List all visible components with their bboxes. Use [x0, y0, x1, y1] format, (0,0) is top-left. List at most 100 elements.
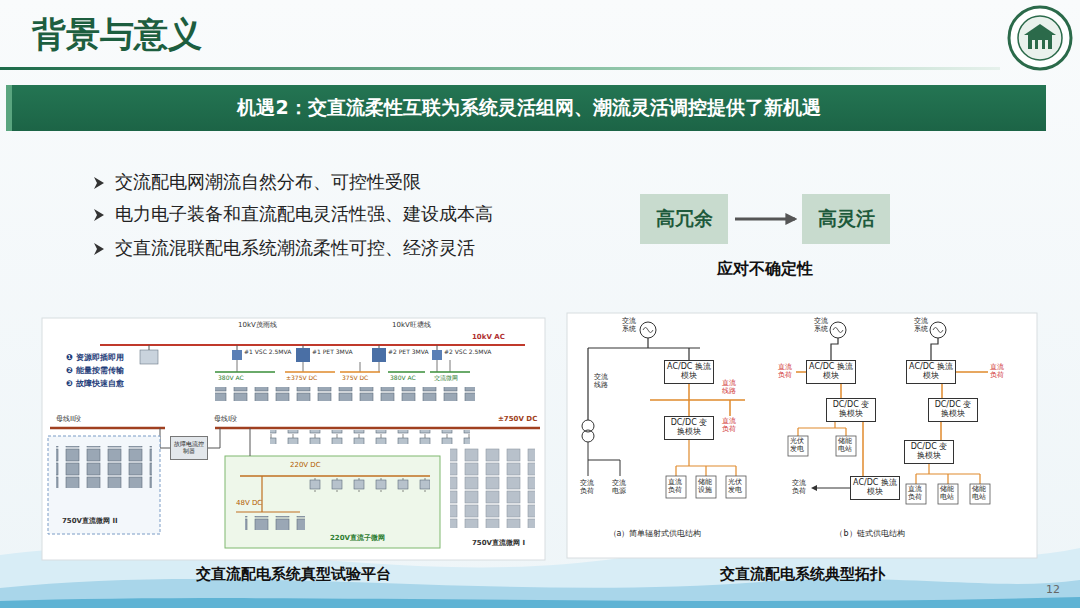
diagram-label: 交流系统: [914, 318, 930, 333]
load-row: [215, 387, 475, 401]
diagram-label: 750V直流微网 II: [62, 518, 118, 526]
logo-roof: [1024, 24, 1056, 35]
slide-text: 交直流混联配电系统潮流柔性可控、经济灵活: [115, 238, 475, 258]
converter-box: DC/DC 变换模块: [826, 398, 876, 422]
diagram-label: ❷ 能量按需传输: [66, 367, 124, 376]
dc-line: [798, 422, 846, 436]
load-row: [300, 478, 430, 492]
node-text: 高冗余: [656, 206, 713, 232]
diagram-label: #2 PET 3MVA: [388, 349, 429, 356]
feeder-drop: [250, 428, 251, 456]
bullet-arrow: [94, 177, 104, 255]
node-text: AC/DC 换流模块: [809, 363, 853, 381]
dc-220-bus: [240, 475, 430, 477]
diagram-label: （a）简单辐射式供电结构: [580, 530, 730, 539]
converter-box: DC/DC 变换模块: [928, 398, 978, 422]
diagram-label: 交流负荷: [580, 480, 596, 495]
diagram-label: 交流线路: [594, 374, 610, 389]
node-text: AC/DC 换流模块: [853, 479, 897, 497]
diagram-label: （b）链式供电结构: [780, 530, 960, 539]
load-row: [56, 446, 152, 488]
node-text: DC/DC 变换模块: [829, 401, 873, 419]
slide-text: 交直流配电系统典型拓扑: [567, 566, 1037, 583]
dc-microgrid-220-area: [225, 456, 440, 548]
arrow-head: [811, 485, 817, 491]
image-panel: [567, 313, 1037, 558]
dc-375-bus: [285, 371, 380, 373]
controller-box: 故障电流控制器: [170, 436, 208, 460]
logo-ring: [1009, 7, 1071, 69]
dc-48-bus: [236, 476, 300, 512]
feeder-drop: [149, 345, 150, 350]
diagram-label: 交流系统: [814, 318, 830, 333]
converter-box: AC/DC 换流模块: [806, 360, 856, 384]
diagram-label: 220V直流子微网: [330, 535, 385, 543]
dc-line: [862, 422, 864, 476]
converter-box: DC/DC 变换模块: [664, 416, 714, 440]
ac-380-bus: [215, 371, 470, 373]
image-panel: [42, 318, 545, 560]
wave: [0, 579, 1080, 608]
converter-box: AC/DC 换流模块: [850, 476, 900, 500]
slide-text: 电力电子装备和直流配电灵活性强、建设成本高: [115, 204, 493, 224]
ac-line: [816, 488, 850, 489]
concept-box: 高灵活: [802, 194, 890, 244]
diagram-label: ±375V DC: [286, 375, 317, 382]
load-box: [788, 436, 808, 456]
dc-line: [916, 464, 980, 484]
diagram-label: 光伏发电: [728, 479, 744, 494]
diagram-label: 储能设施: [698, 479, 714, 494]
diagram-label: 750V直流微网 I: [472, 540, 525, 548]
wave: [0, 597, 1080, 608]
diagram-label: #1 VSC 2.5MVA: [244, 349, 291, 356]
node-text: DC/DC 变换模块: [931, 401, 975, 419]
storage-icon: [140, 350, 158, 364]
diagram-label: #2 VSC 2.5MVA: [444, 349, 491, 356]
diagram-label: ±750V DC: [498, 416, 537, 424]
diagram-label: 380V AC: [390, 375, 416, 382]
diagram-label: ❶ 资源即插即用: [66, 354, 124, 363]
diagram-label: 储能电站: [972, 486, 988, 501]
diagram-label: 母线I段: [214, 416, 237, 424]
load-box: [836, 436, 856, 456]
node-text: 高灵活: [818, 206, 875, 232]
diagram-label: 直流负荷: [778, 364, 794, 379]
slide-text: 交直流配电系统真型试验平台: [42, 566, 545, 583]
dc-line: [676, 440, 736, 476]
pet-icon: [372, 348, 386, 362]
converter-box: DC/DC 变换模块: [904, 440, 954, 464]
ac-line: [831, 338, 938, 360]
node-text: AC/DC 换流模块: [667, 363, 711, 381]
load-row: [450, 448, 535, 528]
dc-750-bus: [50, 427, 540, 430]
vsc-icon: [432, 350, 442, 360]
ac-line: [588, 442, 620, 476]
vsc-icon: [232, 350, 242, 360]
diagram-label: 10kV AC: [472, 334, 505, 342]
diagram-label: 交流负荷: [792, 480, 808, 495]
dc-line: [650, 400, 745, 416]
load-box: [970, 484, 990, 504]
dc-line: [941, 384, 943, 398]
concept-box: 高冗余: [640, 194, 728, 244]
slide-text: 交流配电网潮流自然分布、可控性受限: [115, 172, 421, 192]
load-box: [696, 476, 716, 498]
pet-icon: [296, 348, 310, 362]
node-text: 故障电流控制器: [173, 441, 205, 454]
node-text: 机遇2：交直流柔性互联为系统灵活组网、潮流灵活调控提供了新机遇: [237, 95, 820, 121]
sine-mark: [643, 328, 653, 333]
dc-microgrid-2-area: [48, 436, 160, 534]
title-rule: [0, 67, 1000, 70]
page-number: 12: [1046, 584, 1060, 596]
diagram-label: 交流系统: [622, 318, 638, 333]
converter-wire: [237, 360, 450, 372]
load-row: [245, 516, 305, 530]
flow-arrow: [735, 218, 795, 221]
diagram-label: 直流负荷: [990, 364, 1006, 379]
load-box: [938, 484, 958, 504]
load-box: [906, 484, 926, 504]
diagram-label: 直流负荷: [722, 418, 738, 433]
diagram-label: 直流负荷: [908, 486, 924, 501]
